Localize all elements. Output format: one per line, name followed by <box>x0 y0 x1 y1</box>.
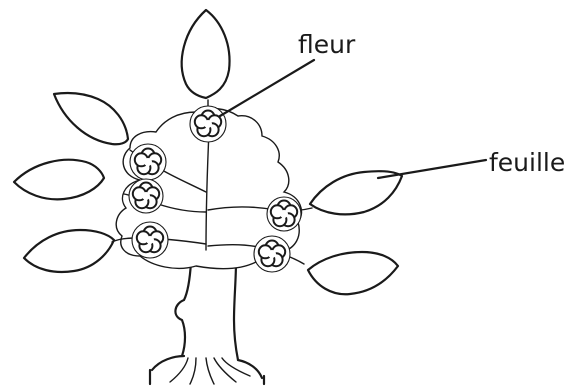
trunk <box>150 262 264 384</box>
flower-pointer-line <box>220 60 314 116</box>
leaf-lower-right <box>308 252 398 294</box>
leaf-right <box>310 171 402 214</box>
leaf-top <box>182 10 230 98</box>
leaf-pointer-line <box>378 160 486 178</box>
leaf-upper-left <box>54 93 128 144</box>
leaf-middle-left <box>14 160 104 200</box>
leaf-lower-left <box>24 230 114 272</box>
flower-label: fleur <box>298 32 355 57</box>
leaf-label: feuille <box>489 150 565 175</box>
